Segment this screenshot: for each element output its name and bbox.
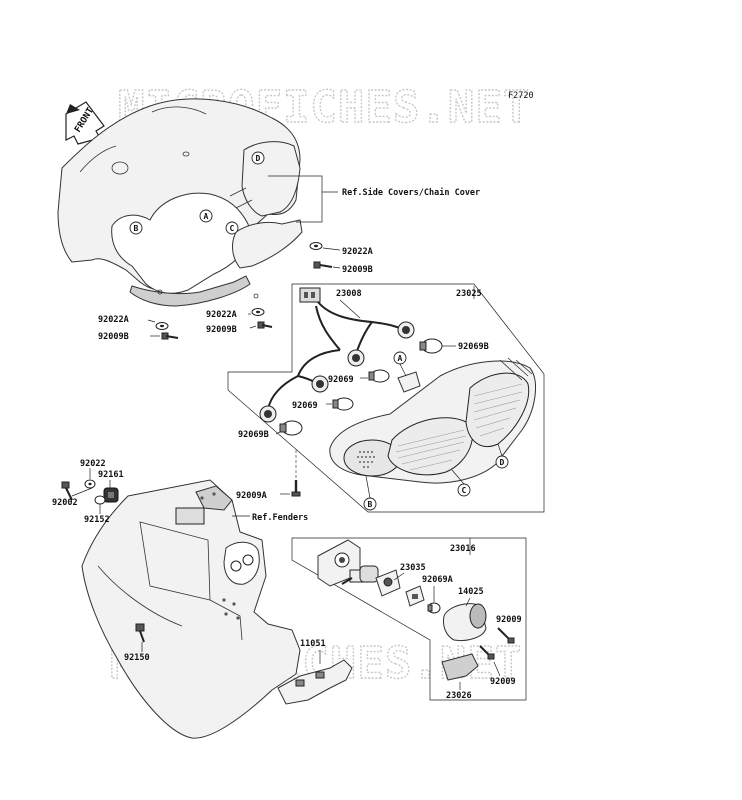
license-light-socket — [341, 565, 379, 585]
bolt-92009b-right — [313, 261, 333, 269]
wiring-harness-23008 — [259, 287, 415, 423]
label-23026: 23026 — [446, 691, 472, 701]
screw-92009-upper — [497, 627, 515, 644]
label-92022a-2: 92022A — [98, 315, 129, 325]
label-92009b-2: 92009B — [98, 332, 129, 342]
label-92022: 92022 — [80, 459, 106, 469]
label-14025: 14025 — [458, 587, 484, 597]
label-92069a: 92069A — [422, 575, 453, 585]
label-92150: 92150 — [124, 653, 150, 663]
callout-b-cowl: B — [129, 221, 143, 235]
rear-fender — [81, 479, 301, 739]
label-23035: 23035 — [400, 563, 426, 573]
label-11051: 11051 — [300, 639, 326, 649]
label-23025: 23025 — [456, 289, 482, 299]
label-92022a-1: 92022A — [342, 247, 373, 257]
bolt-92150 — [135, 623, 145, 643]
label-92069b-2: 92069B — [238, 430, 269, 440]
label-92152: 92152 — [84, 515, 110, 525]
label-92022a-3: 92022A — [206, 310, 237, 320]
ref-side-covers: Ref.Side Covers/Chain Cover — [342, 187, 480, 198]
tail-cowl — [57, 98, 303, 307]
svg-text:B: B — [368, 500, 373, 509]
bulb-92069-low — [332, 397, 354, 411]
svg-text:C: C — [462, 486, 467, 495]
label-92069b-1: 92069B — [458, 342, 489, 352]
cover-23026 — [441, 653, 479, 681]
callout-d-light: D — [495, 443, 509, 469]
callout-d-cowl: D — [251, 151, 265, 165]
collar-92152 — [94, 495, 106, 505]
label-92009-2: 92009 — [490, 677, 516, 687]
screw-92009-lower — [479, 645, 495, 660]
bolt-92002 — [61, 481, 73, 501]
svg-text:D: D — [256, 154, 261, 163]
bulb-92069b-bottom — [279, 420, 303, 436]
callout-b-light: B — [363, 475, 377, 511]
callout-a-light: A — [393, 351, 407, 377]
svg-text:A: A — [204, 212, 209, 221]
label-92161: 92161 — [98, 470, 124, 480]
label-92009-1: 92009 — [496, 615, 522, 625]
washer-92022a-right — [309, 242, 323, 250]
license-bracket-11051 — [277, 659, 353, 705]
tail-light-housing — [329, 357, 536, 484]
holder-clip — [405, 585, 425, 607]
bolt-92009b-left — [161, 332, 179, 340]
label-23008: 23008 — [336, 289, 362, 299]
callout-a-cowl: A — [199, 209, 213, 223]
bulb-92069-mid — [368, 369, 390, 383]
svg-text:C: C — [230, 224, 235, 233]
washer-92022 — [84, 479, 96, 489]
washer-92022a-mid — [251, 308, 265, 316]
label-92009b-3: 92009B — [206, 325, 237, 335]
washer-92022a-left — [155, 322, 169, 330]
svg-text:A: A — [398, 354, 403, 363]
front-arrow-icon: FRONT — [65, 101, 105, 145]
label-92069-2: 92069 — [292, 401, 318, 411]
label-92009b-1: 92009B — [342, 265, 373, 275]
lens-14025 — [443, 603, 487, 641]
label-92002: 92002 — [52, 498, 78, 508]
screw-92009a — [291, 480, 301, 497]
lamp-holder-23035 — [375, 569, 401, 597]
label-92069-1: 92069 — [328, 375, 354, 385]
ref-fenders: Ref.Fenders — [252, 513, 308, 523]
damper-92161 — [103, 487, 119, 503]
bolt-92009b-mid — [257, 321, 273, 329]
svg-text:D: D — [500, 458, 505, 467]
label-23016: 23016 — [450, 544, 476, 554]
bulb-92069b-top — [419, 338, 443, 354]
callout-c-cowl: C — [225, 221, 239, 235]
svg-text:B: B — [134, 224, 139, 233]
callout-c-light: C — [451, 469, 471, 497]
label-92009a-1: 92009A — [236, 491, 267, 501]
figure-code: F2720 — [508, 91, 534, 101]
bulb-92069a — [427, 602, 441, 614]
